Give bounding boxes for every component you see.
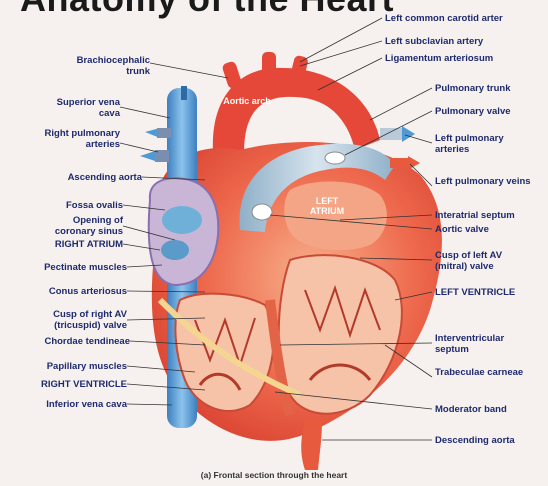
label-fossa-ovalis: Fossa ovalis	[14, 200, 123, 211]
aortic-arch-label: Aortic arch	[222, 96, 272, 106]
label-moderator-band: Moderator band	[435, 404, 507, 415]
label-ligamentum-arteriosum: Ligamentum arteriosum	[385, 53, 493, 64]
label-superior-vena-cava: Superior vena cava	[40, 97, 120, 119]
label-chordae-tendineae: Chordae tendineae	[4, 336, 130, 347]
label-inferior-vena-cava: Inferior vena cava	[4, 399, 127, 410]
label-right-ventricle: RIGHT VENTRICLE	[4, 379, 127, 390]
right-pulmonary-arrows	[140, 128, 171, 162]
label-left-common-carotid-artery: Left common carotid arter	[385, 13, 503, 24]
label-papillary-muscles: Papillary muscles	[4, 361, 127, 372]
label-right-pulmonary-arteries: Right pulmonary arteries	[40, 128, 120, 150]
label-left-pulmonary-arteries: Left pulmonary arteries	[435, 133, 535, 155]
label-brachiocephalic-trunk: Brachiocephalic trunk	[60, 55, 150, 77]
label-trabeculae-carneae: Trabeculae carneae	[435, 367, 535, 378]
label-pectinate-muscles: Pectinate muscles	[4, 262, 127, 273]
figure-caption: (a) Frontal section through the heart	[0, 470, 548, 480]
label-cusp-of-right-av-valve: Cusp of right AV (tricuspid) valve	[40, 309, 127, 331]
label-opening-of-coronary-sinus: Opening of coronary sinus	[35, 215, 123, 237]
left-atrium-label: LEFT ATRIUM	[302, 196, 352, 216]
label-interatrial-septum: Interatrial septum	[435, 210, 515, 221]
label-interventricular-septum: Interventricular septum	[435, 333, 540, 355]
label-left-subclavian-artery: Left subclavian artery	[385, 36, 483, 47]
label-aortic-valve: Aortic valve	[435, 224, 489, 235]
label-descending-aorta: Descending aorta	[435, 435, 515, 446]
label-conus-arteriosus: Conus arteriosus	[4, 286, 127, 297]
page-title: Anatomy of the Heart	[20, 0, 440, 20]
left-ventricle-shape	[279, 255, 402, 414]
label-pulmonary-trunk: Pulmonary trunk	[435, 83, 511, 94]
label-pulmonary-valve: Pulmonary valve	[435, 106, 511, 117]
label-cusp-of-left-av-valve: Cusp of left AV (mitral) valve	[435, 250, 535, 272]
label-left-ventricle: LEFT VENTRICLE	[435, 287, 515, 298]
label-ascending-aorta: Ascending aorta	[14, 172, 142, 183]
label-right-atrium: RIGHT ATRIUM	[14, 239, 123, 250]
label-left-pulmonary-veins: Left pulmonary veins	[435, 176, 535, 187]
